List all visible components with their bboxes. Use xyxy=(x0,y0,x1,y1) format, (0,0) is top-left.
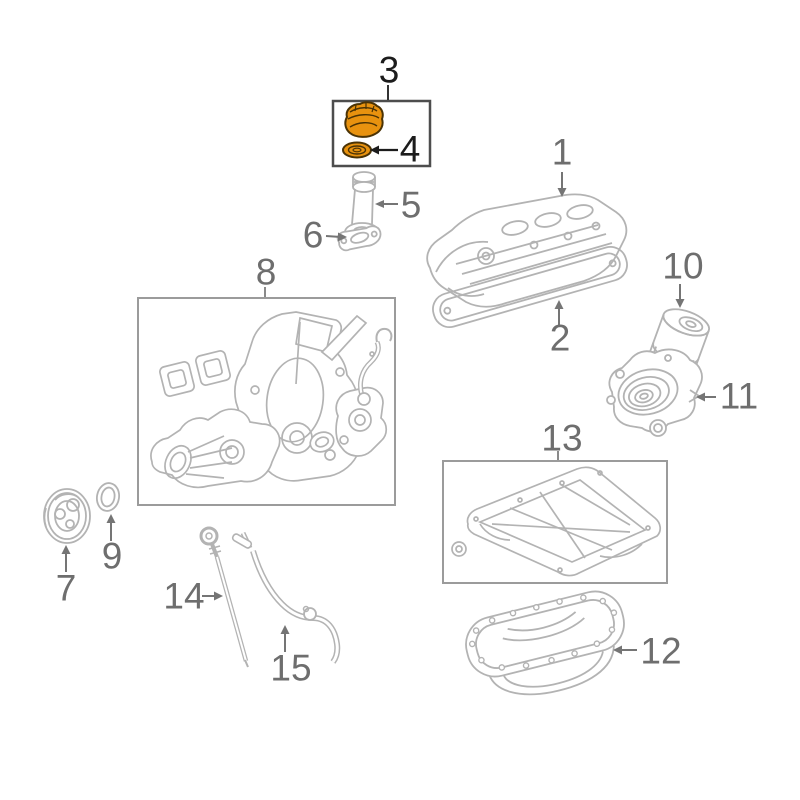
callout-11[interactable]: 11 xyxy=(719,375,759,417)
callout-2[interactable]: 2 xyxy=(549,317,571,359)
arrow-7 xyxy=(61,545,71,572)
callout-5[interactable]: 5 xyxy=(400,184,422,226)
callout-15[interactable]: 15 xyxy=(270,647,312,689)
part-lower-oil-pan[interactable] xyxy=(460,585,637,710)
callout-14[interactable]: 14 xyxy=(163,575,205,617)
part-filler-tube-gasket[interactable] xyxy=(336,221,383,254)
arrow-2 xyxy=(554,300,564,326)
callout-4[interactable]: 4 xyxy=(399,128,421,170)
arrow-1 xyxy=(557,172,567,197)
arrow-6 xyxy=(325,232,347,242)
arrow-14 xyxy=(202,591,223,601)
part-oil-dipstick[interactable] xyxy=(199,526,249,668)
callout-3[interactable]: 3 xyxy=(378,49,400,91)
arrow-12 xyxy=(613,645,637,655)
callout-1[interactable]: 1 xyxy=(551,131,573,173)
callout-10[interactable]: 10 xyxy=(662,245,704,287)
part-oil-filter-bracket[interactable] xyxy=(606,348,703,437)
part-valve-cover[interactable] xyxy=(426,193,628,308)
part-oil-filler-cap[interactable] xyxy=(344,101,384,138)
callout-7[interactable]: 7 xyxy=(55,567,77,609)
arrow-15 xyxy=(280,625,290,652)
part-timing-cover-assembly[interactable] xyxy=(150,311,393,489)
arrow-5 xyxy=(375,200,398,208)
callout-9[interactable]: 9 xyxy=(101,535,123,577)
part-valve-cover-gasket[interactable] xyxy=(429,243,631,331)
part-upper-oil-pan[interactable] xyxy=(451,466,661,577)
part-seal-ring[interactable] xyxy=(95,481,122,512)
callout-13[interactable]: 13 xyxy=(541,417,583,459)
arrow-9 xyxy=(106,514,116,541)
arrow-4 xyxy=(370,145,398,155)
part-filler-cap-gasket[interactable] xyxy=(342,141,372,159)
callout-8[interactable]: 8 xyxy=(255,251,277,293)
part-dipstick-tube[interactable] xyxy=(231,531,341,664)
arrow-11 xyxy=(696,392,716,402)
arrow-10 xyxy=(675,284,685,308)
callout-6[interactable]: 6 xyxy=(302,214,324,256)
callout-12[interactable]: 12 xyxy=(640,630,682,672)
part-crankshaft-pulley[interactable] xyxy=(43,488,91,544)
